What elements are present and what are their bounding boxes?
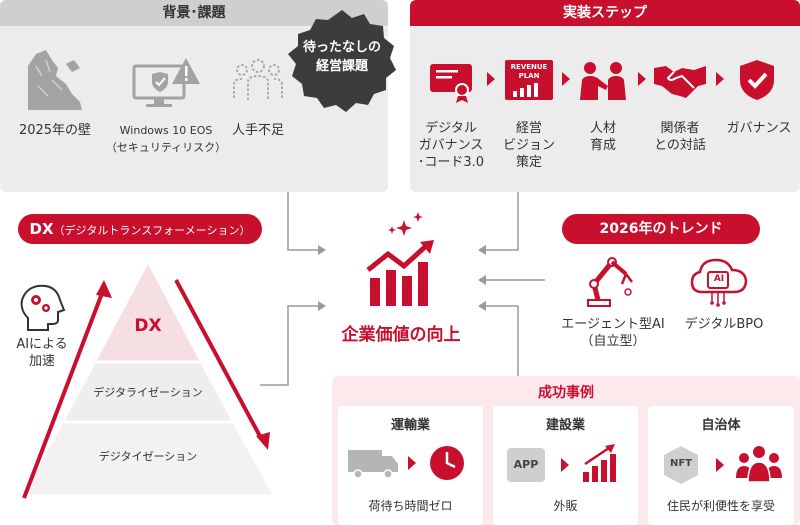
case-card-transport: 運輸業 荷待ち時間ゼロ	[338, 406, 483, 525]
cliff-icon	[28, 50, 82, 110]
case-panel-title: 成功事例	[538, 385, 594, 401]
case-card-label: 外販	[553, 499, 578, 513]
case-arrow	[716, 458, 724, 472]
case-arrow	[408, 456, 416, 470]
steps-panel: 実装ステップ REVENUE PLAN デジタ	[410, 0, 800, 192]
step-arrow	[716, 72, 724, 86]
background-item-label: 2025年の壁	[18, 123, 92, 138]
steps-panel-title: 実装ステップ	[410, 0, 800, 26]
dx-subtitle: （デジタルトランスフォーメーション）	[53, 224, 251, 237]
shield-check-icon	[740, 60, 774, 100]
pyramid-level-digitization: デジタイゼーション	[98, 450, 198, 463]
enterprise-value-label: 企業価値の向上	[341, 325, 461, 345]
urgent-issue-label: 待ったなしの 経営課題	[302, 40, 381, 74]
case-card-label: 荷待ち時間ゼロ	[368, 499, 453, 513]
step-label: ガバナンス	[726, 121, 792, 136]
ai-acceleration-label: AIによる 加速	[16, 337, 68, 369]
cloud-ai-icon	[690, 258, 748, 307]
app-tile: APP	[507, 448, 545, 482]
residents-icon	[736, 446, 782, 483]
people-outline-icon	[233, 59, 283, 100]
revenue-plan-text: REVENUE PLAN	[510, 63, 548, 80]
case-card-title: 建設業	[545, 418, 585, 433]
step-label: 経営 ビジョン 策定	[502, 121, 555, 170]
step-arrow	[562, 72, 570, 86]
robot-arm-icon	[587, 257, 633, 307]
dx-title-pill: DX（デジタルトランスフォーメーション）	[18, 214, 262, 244]
clock-icon	[430, 446, 464, 480]
dx-title: DX	[29, 220, 54, 238]
dx-pyramid	[22, 264, 272, 499]
case-card-construction: 建設業 APP 外販	[493, 406, 638, 525]
growth-chart-icon	[366, 212, 434, 306]
case-arrow	[561, 458, 569, 472]
pyramid-level-dx: DX	[134, 316, 162, 336]
trend-title-pill: 2026年のトレンド	[562, 214, 760, 244]
nft-label: NFT	[669, 458, 693, 469]
step-label: デジタル ガバナンス ･コード3.0	[417, 121, 485, 170]
truck-icon	[348, 450, 398, 479]
step-arrow	[487, 72, 495, 86]
monitor-warning-icon	[132, 58, 200, 107]
revenue-plan-icon: REVENUE PLAN	[505, 60, 553, 100]
bars-glyph	[513, 83, 538, 97]
step-label: 関係者 との対話	[654, 121, 706, 153]
ai-head-icon	[20, 284, 66, 331]
case-card-label: 住民が利便性を享受	[666, 499, 775, 513]
certificate-icon	[430, 64, 472, 103]
ai-chip-label: AI	[713, 274, 725, 284]
background-item-label: Windows 10 EOS （セキュリティリスク）	[105, 124, 227, 154]
bar-growth-icon	[583, 444, 616, 482]
handshake-icon	[654, 66, 706, 98]
urgent-issue-badge	[288, 10, 396, 112]
case-card-title: 運輸業	[390, 418, 430, 433]
trend-label: エージェント型AI （自立型）	[561, 317, 665, 349]
training-icon	[580, 62, 626, 100]
step-arrow	[638, 72, 646, 86]
pyramid-level-digitalization: デジタライゼーション	[93, 386, 203, 399]
nft-hexagon-icon	[664, 446, 698, 484]
background-item-label: 人手不足	[231, 123, 284, 138]
case-card-title: 自治体	[701, 418, 741, 433]
case-panel: 成功事例 運輸業 荷待ち時間ゼロ 建設業 APP 外販	[332, 376, 800, 525]
trend-label: デジタルBPO	[684, 317, 764, 332]
step-label: 人材 育成	[589, 121, 616, 153]
case-card-municipality: 自治体 NFT 住民が利便性を享受	[648, 406, 794, 525]
